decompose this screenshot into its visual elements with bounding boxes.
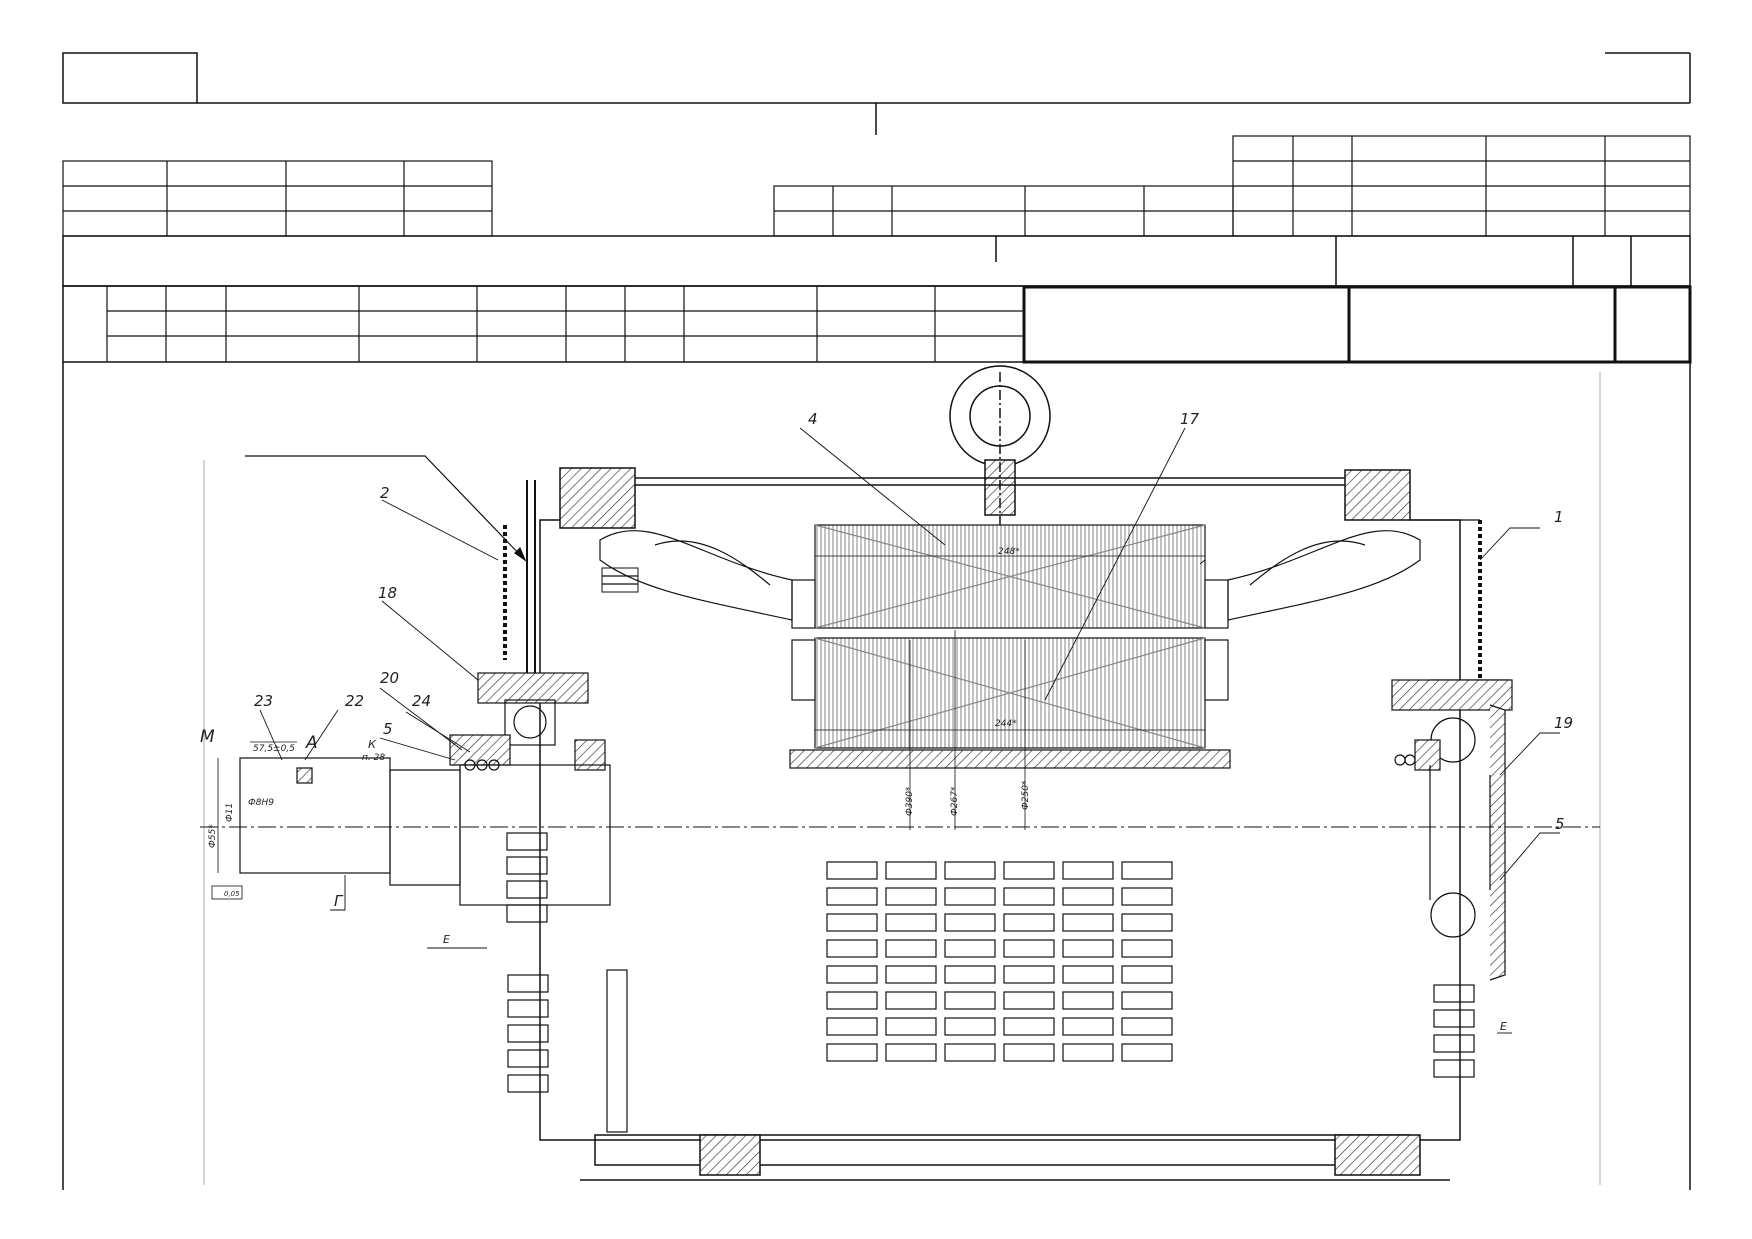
dimension-fit: Ф11 [225, 803, 235, 822]
position-label-20: 20 [380, 669, 399, 687]
shaft [200, 757, 1600, 906]
dimension-dia-390: Ф390* [905, 786, 915, 816]
position-label-4: 4 [808, 410, 818, 428]
dimension-dia-250: Ф250* [1021, 780, 1031, 810]
position-label-1: 1 [1554, 508, 1564, 526]
dimension-distance: 57,5±0,5 [253, 744, 295, 754]
section-label-m: М [200, 727, 215, 747]
position-label-2: 2 [380, 484, 390, 502]
position-label-5-right: 5 [1555, 815, 1565, 833]
view-label-g: Г [334, 892, 344, 910]
detail-label-k: К [368, 738, 377, 751]
view-label-e-right: Е [1500, 1020, 1507, 1033]
position-label-22: 22 [345, 692, 364, 710]
position-label-17: 17 [1180, 410, 1200, 428]
position-label-19: 19 [1554, 714, 1573, 732]
dimension-key: Ф8Н9 [248, 798, 274, 808]
stator-core [791, 524, 1229, 629]
drawing-labels: 1 2 4 5 5 17 18 19 20 22 23 24 М А Г Е Е… [200, 410, 1573, 1033]
motor-drawing [200, 365, 1601, 1185]
title-block [62, 52, 1692, 1190]
leader-lines [259, 427, 1560, 1034]
position-label-23: 23 [254, 692, 273, 710]
position-label-18: 18 [378, 584, 397, 602]
side-slots [506, 832, 1475, 1133]
position-label-24: 24 [412, 692, 431, 710]
dimension-dia-55: Ф55* [208, 824, 218, 848]
dimension-stator-length: 248* [998, 547, 1020, 557]
vent-grid [826, 861, 1173, 1062]
view-label-e-left: Е [443, 933, 450, 946]
housing [539, 467, 1461, 1181]
detail-label-k-note: п. 28 [362, 753, 385, 763]
dimension-rotor-length: 244* [995, 719, 1017, 729]
dimension-runout: 0,05 [224, 890, 240, 898]
lifting-eye [949, 365, 1051, 525]
dimension-dia-267: Ф267* [950, 786, 960, 816]
position-label-5-left: 5 [383, 720, 393, 738]
left-bearing-shield [449, 672, 606, 771]
rotor-core [789, 637, 1231, 769]
right-bearing [1391, 679, 1513, 981]
dimension-lines [211, 555, 1205, 900]
section-label-a: А [305, 733, 318, 753]
